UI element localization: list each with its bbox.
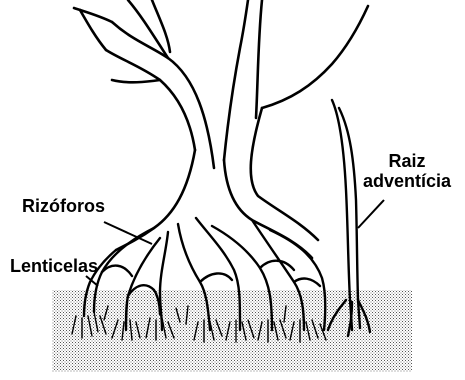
adventitious-root-label-line1: Raiz	[363, 151, 451, 171]
raiz-leader	[358, 200, 384, 228]
rizoforos-label: Rizóforos	[22, 196, 105, 216]
adventitious-root-label: Raiz adventícia	[363, 151, 451, 191]
tree-trunk	[74, 0, 368, 258]
lenticelas-label: Lenticelas	[10, 256, 98, 276]
adventitious-root-label-line2: adventícia	[363, 171, 451, 191]
